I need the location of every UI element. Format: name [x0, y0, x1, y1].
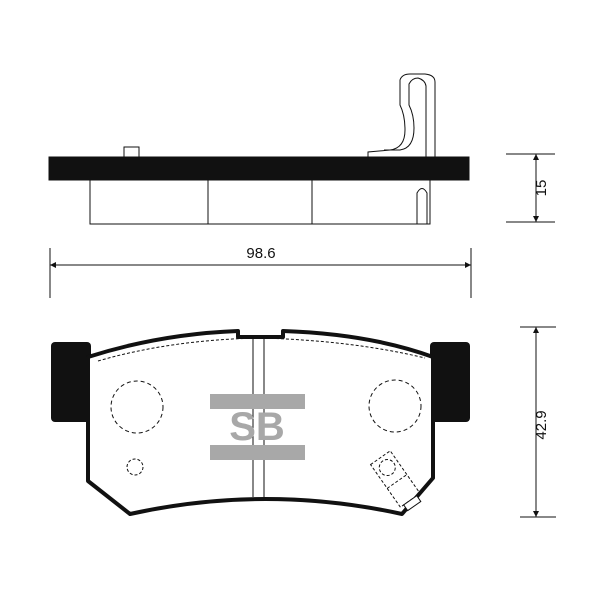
side-view [48, 73, 470, 225]
height-dimension-label: 42.9 [533, 410, 550, 439]
sb-logo: SB [210, 394, 305, 460]
wear-clip [367, 73, 436, 157]
right-ear [430, 342, 470, 422]
anti-rattle-tab [123, 146, 140, 158]
width-dimension-label: 98.6 [246, 245, 275, 262]
pad-body [86, 329, 435, 516]
backing-plate [48, 156, 470, 181]
left-piston-circle [110, 380, 164, 434]
right-piston-circle [368, 379, 422, 433]
logo-text: SB [229, 405, 285, 449]
thickness-dimension-label: 15 [533, 180, 550, 197]
wear-slot [416, 188, 428, 224]
friction-material [89, 179, 431, 225]
left-ear [51, 342, 91, 422]
width-dimension [49, 248, 472, 298]
height-dimension [520, 326, 556, 518]
thickness-dimension [506, 153, 555, 223]
front-view: SB [51, 329, 470, 516]
